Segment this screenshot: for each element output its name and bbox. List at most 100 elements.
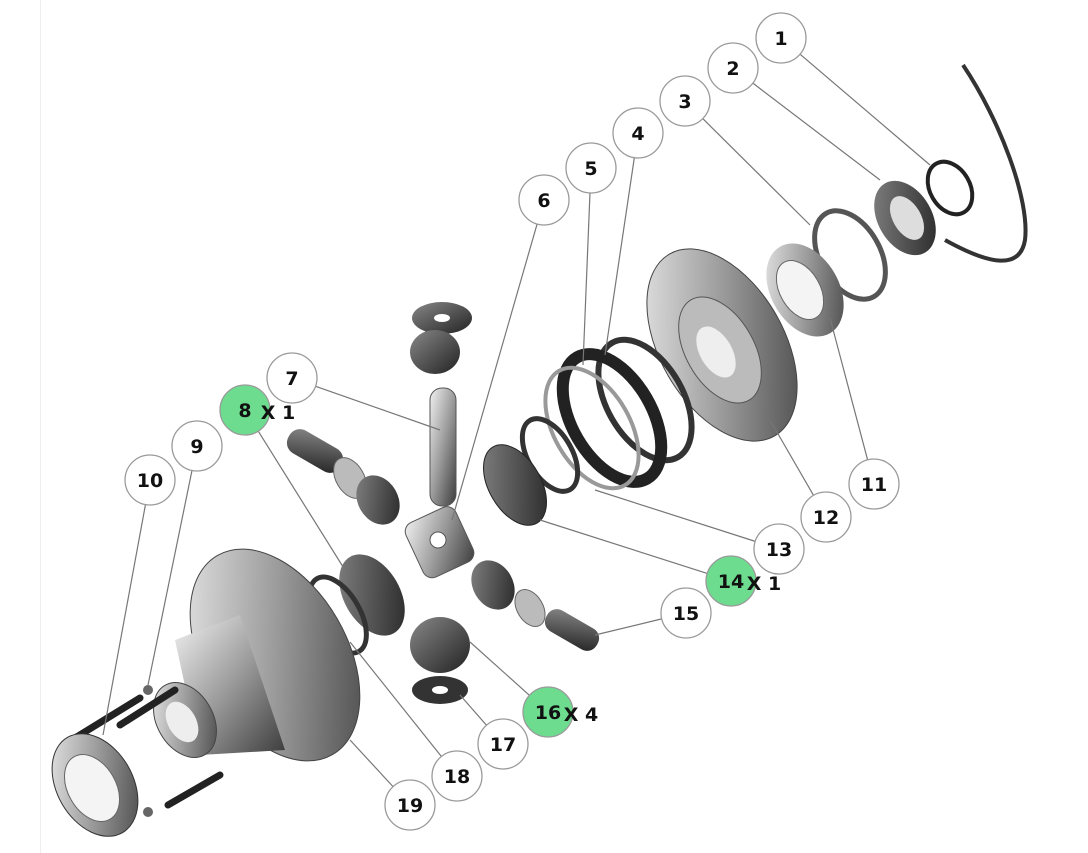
leader-line-11 <box>829 317 869 460</box>
callout-number: 10 <box>137 470 163 492</box>
thrust-ring-part <box>595 336 695 464</box>
callout-number: 7 <box>285 368 298 390</box>
leader-line-15 <box>594 618 662 636</box>
callout-6: 6 <box>518 174 570 226</box>
leader-line-9 <box>147 470 193 686</box>
callout-7: 7 <box>266 352 318 404</box>
callout-12: 12 <box>800 491 852 543</box>
callout-3: 3 <box>659 75 711 127</box>
callout-number: 3 <box>678 91 691 113</box>
callout-circle <box>755 12 807 64</box>
quantity-label: X 1 <box>261 402 295 424</box>
leader-line-16 <box>469 641 530 696</box>
callout-circle <box>612 107 664 159</box>
callout-number: 15 <box>673 603 699 625</box>
callout-circle <box>800 491 852 543</box>
spring-wire-part <box>944 63 1028 263</box>
callout-1: 1 <box>755 12 807 64</box>
leader-line-14 <box>539 519 708 574</box>
leader-line-4 <box>604 157 635 356</box>
callout-circle <box>384 779 436 831</box>
callout-number: 16 <box>535 702 561 724</box>
callout-circle <box>431 750 483 802</box>
clutch-ring-part <box>556 348 668 488</box>
callout-circle <box>848 458 900 510</box>
bolt-part <box>116 686 179 729</box>
snap-ring-part <box>925 159 975 217</box>
callout-number: 5 <box>584 158 597 180</box>
friction-ring-part <box>543 365 641 491</box>
quantity-label: X 1 <box>747 573 781 595</box>
callout-circle <box>518 174 570 226</box>
callout-number: 11 <box>861 474 887 496</box>
callout-circle <box>124 454 176 506</box>
callout-circle <box>266 352 318 404</box>
callout-number: 9 <box>190 436 203 458</box>
callout-number: 1 <box>774 28 787 50</box>
screw-part <box>143 807 153 817</box>
cross-shaft-part <box>429 387 457 507</box>
callout-13: 13 <box>753 523 805 575</box>
leader-line-12 <box>769 419 815 496</box>
bolt-part <box>71 694 144 742</box>
callout-circle <box>660 587 712 639</box>
callout-number: 12 <box>813 507 839 529</box>
pinion-gear-part <box>471 560 515 610</box>
callout-9: 9 <box>171 420 223 472</box>
parts-layer <box>51 63 1028 837</box>
callout-circle <box>171 420 223 472</box>
callout-19: 19 <box>384 779 436 831</box>
callout-10: 10 <box>124 454 176 506</box>
callout-circle <box>522 686 574 738</box>
callout-number: 17 <box>490 734 516 756</box>
callout-number: 14 <box>718 571 744 593</box>
callout-number: 13 <box>766 539 792 561</box>
leader-line-6 <box>451 223 538 521</box>
callout-18: 18 <box>431 750 483 802</box>
leader-line-2 <box>752 82 881 181</box>
leader-line-10 <box>102 504 147 736</box>
screw-part <box>143 685 153 695</box>
callout-4: 4 <box>612 107 664 159</box>
pinion-gear-part <box>356 475 400 525</box>
pinion-gear-part <box>410 330 460 374</box>
page-edge-divider <box>40 0 41 853</box>
side-gear-part <box>483 444 547 526</box>
callout-circle <box>219 384 271 436</box>
callout-circle <box>705 555 757 607</box>
callout-8: 8 X 1 <box>219 384 295 436</box>
callout-number: 2 <box>726 58 739 80</box>
callout-number: 4 <box>631 123 644 145</box>
callout-number: 6 <box>537 190 550 212</box>
callout-number: 18 <box>444 766 470 788</box>
leader-line-5 <box>582 192 591 366</box>
leader-line-18 <box>349 641 442 757</box>
leader-line-3 <box>702 118 811 226</box>
callout-circle <box>659 75 711 127</box>
roller-pin-part <box>544 609 600 651</box>
callout-number: 8 <box>238 400 251 422</box>
leader-line-8 <box>257 430 346 571</box>
callout-5: 5 <box>565 142 617 194</box>
leader-line-1 <box>799 53 931 166</box>
washer-part <box>514 589 546 627</box>
leader-lines <box>102 53 931 788</box>
callout-15: 15 <box>660 587 712 639</box>
callout-11: 11 <box>848 458 900 510</box>
callout-2: 2 <box>707 42 759 94</box>
bolt-part <box>164 771 224 809</box>
callout-circle <box>477 718 529 770</box>
callout-circle <box>565 142 617 194</box>
callout-17: 17 <box>477 718 529 770</box>
callout-number: 19 <box>397 795 423 817</box>
roller-pin-part <box>286 429 344 473</box>
side-gear-part <box>339 554 405 636</box>
callout-circle <box>707 42 759 94</box>
pinion-gear-16-part <box>410 617 470 673</box>
callout-circle <box>753 523 805 575</box>
leader-line-13 <box>594 489 756 542</box>
quantity-label: X 4 <box>564 704 598 726</box>
leader-line-7 <box>315 385 441 431</box>
